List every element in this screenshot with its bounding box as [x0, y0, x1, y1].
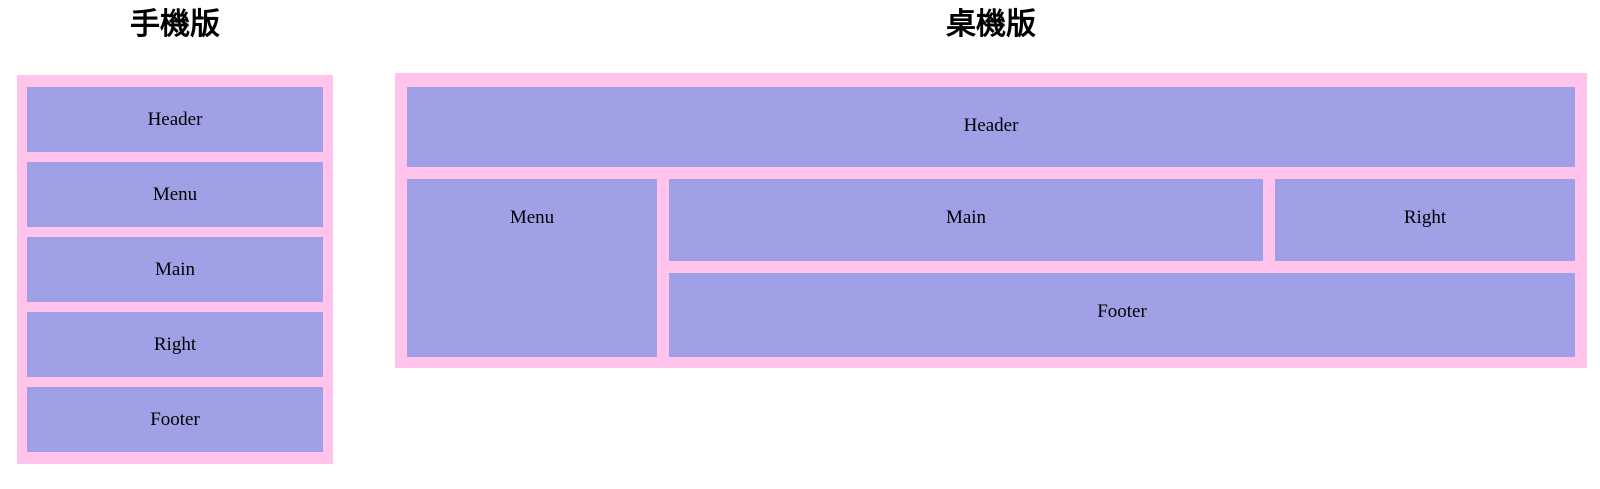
mobile-footer-label: Footer: [150, 408, 200, 430]
mobile-header-label: Header: [147, 108, 203, 130]
desktop-main-box: Main: [669, 179, 1263, 261]
desktop-header-label: Header: [963, 115, 1019, 136]
desktop-main-label: Main: [945, 207, 987, 228]
mobile-menu-label: Menu: [152, 183, 198, 205]
mobile-version-title: 手機版: [130, 7, 220, 42]
mobile-footer-box: Footer: [27, 387, 323, 452]
desktop-right-box: Right: [1275, 179, 1575, 261]
mobile-version-panel: 手機版 Header Menu Main Right Footer: [17, 8, 333, 464]
desktop-header-box: Header: [407, 87, 1575, 167]
desktop-menu-label: Menu: [509, 207, 555, 228]
mobile-right-label: Right: [153, 333, 197, 355]
mobile-menu-box: Menu: [27, 162, 323, 227]
mobile-main-box: Main: [27, 237, 323, 302]
desktop-version-title: 桌機版: [946, 7, 1036, 42]
mobile-header-box: Header: [27, 87, 323, 152]
desktop-footer-box: Footer: [669, 273, 1575, 357]
desktop-layout-container: Header Menu Main Right Footer: [395, 73, 1587, 368]
desktop-right-label: Right: [1403, 207, 1447, 228]
desktop-version-panel: 桌機版 Header Menu Main Right Footer: [395, 8, 1587, 368]
desktop-menu-box: Menu: [407, 179, 657, 357]
mobile-layout-container: Header Menu Main Right Footer: [17, 75, 333, 464]
desktop-footer-label: Footer: [1097, 301, 1147, 322]
mobile-right-box: Right: [27, 312, 323, 377]
mobile-main-label: Main: [154, 258, 196, 280]
